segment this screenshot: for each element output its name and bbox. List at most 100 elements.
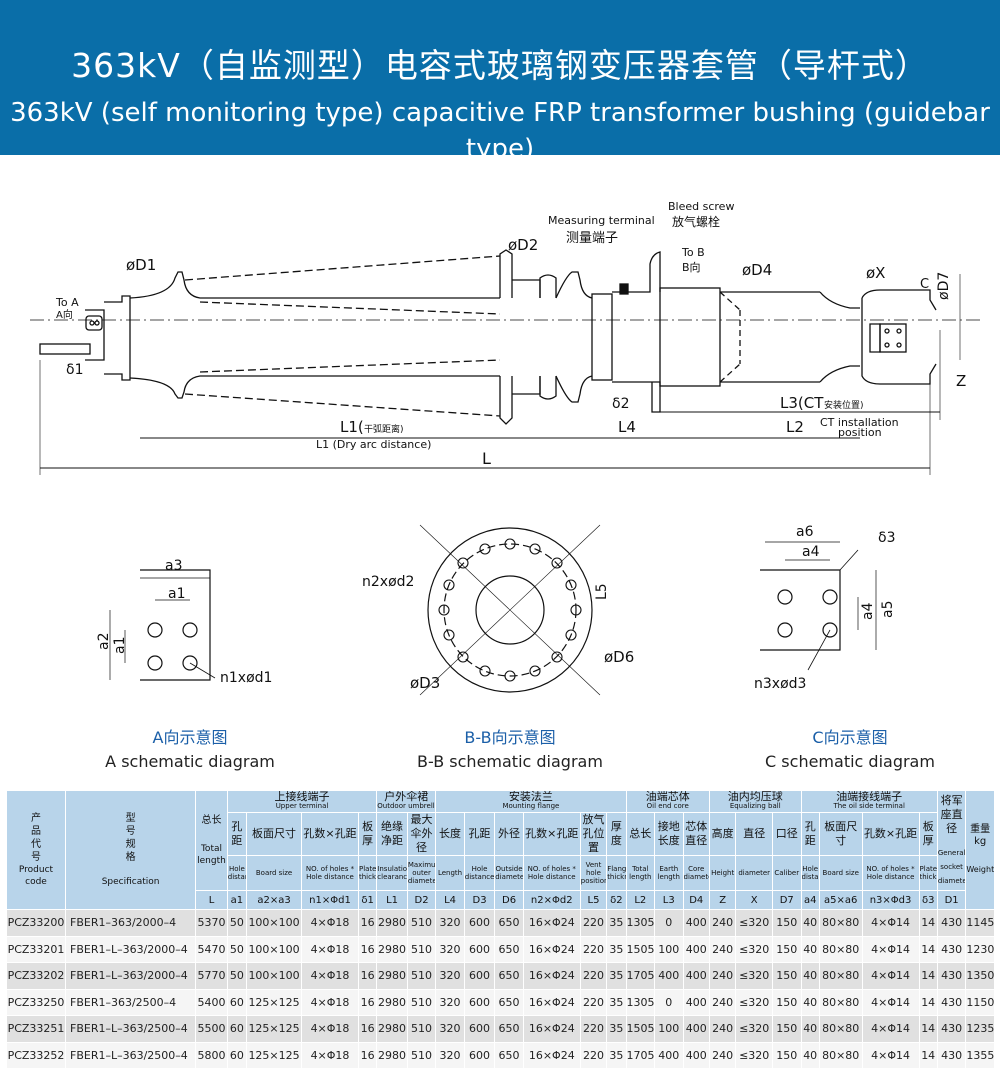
view-a-caption-en: A schematic diagram xyxy=(105,752,275,771)
col-symbol: L2 xyxy=(625,890,656,910)
value-cell: 240 xyxy=(708,935,737,963)
value-cell: 320 xyxy=(435,1015,465,1043)
value-cell: 16×Φ24 xyxy=(522,962,581,990)
value-cell: 600 xyxy=(463,1015,496,1043)
value-cell: 14 xyxy=(918,909,938,937)
specification-cell: FBER1–L–363/2000–4 xyxy=(64,962,197,990)
view-c-a6: a6 xyxy=(796,524,814,540)
group-outdoor-skirt-en: Outdoor umbrella skirt xyxy=(377,802,435,810)
specification-cell: FBER1–L–363/2500–4 xyxy=(64,1015,197,1043)
value-cell: 220 xyxy=(579,962,608,990)
value-cell: 1230 xyxy=(965,935,995,963)
value-cell: 1505 xyxy=(625,1015,656,1043)
value-cell: 510 xyxy=(406,988,437,1016)
col-name: 孔距 xyxy=(226,812,248,856)
value-cell: 100×100 xyxy=(246,962,303,990)
group-outdoor-skirt-cn: 户外伞裙 xyxy=(384,790,429,803)
group-mounting-flange-en: Mounting flange xyxy=(502,802,560,810)
product-code-cell: PCZ33252 xyxy=(6,1041,66,1069)
head-code-cn: 产品代号 xyxy=(31,813,41,863)
view-b-l5: L5 xyxy=(594,583,610,600)
col-name: 总长 xyxy=(625,812,656,856)
value-cell: 1350 xyxy=(965,962,995,990)
product-code-cell: PCZ33250 xyxy=(6,988,66,1016)
value-cell: 220 xyxy=(579,935,608,963)
col-name: 板厚 xyxy=(357,812,378,856)
col-name-en: Height xyxy=(708,855,737,891)
label-x: øX xyxy=(866,264,885,282)
col-name-en: Board size xyxy=(246,855,303,891)
value-cell: 80×80 xyxy=(818,1015,863,1043)
value-cell: 510 xyxy=(406,1041,437,1069)
value-cell: 650 xyxy=(494,1015,524,1043)
col-name-en: Outside diameter xyxy=(494,855,524,891)
col-name: 口径 xyxy=(772,812,802,856)
value-cell: 50 xyxy=(226,909,248,937)
col-symbol: D1 xyxy=(936,890,967,910)
value-cell: 14 xyxy=(918,1041,938,1069)
value-cell: 600 xyxy=(463,909,496,937)
value-cell: 400 xyxy=(682,1015,710,1043)
label-d4: øD4 xyxy=(742,261,772,279)
product-code-cell: PCZ33202 xyxy=(6,962,66,990)
value-cell: 430 xyxy=(936,1015,967,1043)
value-cell: 80×80 xyxy=(818,962,863,990)
value-cell: 1235 xyxy=(965,1015,995,1043)
value-cell: 2980 xyxy=(376,962,408,990)
col-name-en: Hole distance xyxy=(463,855,496,891)
col-name: 外径 xyxy=(494,812,524,856)
value-cell: 16×Φ24 xyxy=(522,1015,581,1043)
col-name: 板面尺寸 xyxy=(246,812,303,856)
col-name-en: Length xyxy=(435,855,465,891)
value-cell: 4×Φ14 xyxy=(861,909,920,937)
value-cell: 4×Φ14 xyxy=(861,935,920,963)
value-cell: 240 xyxy=(708,1015,737,1043)
value-cell: 320 xyxy=(435,988,465,1016)
value-cell: 4×Φ14 xyxy=(861,1041,920,1069)
label-bleed-screw: Bleed screw xyxy=(668,200,734,213)
col-name-en: NO. of holes * Hole distance xyxy=(522,855,581,891)
value-cell: 125×125 xyxy=(246,1015,303,1043)
value-cell: 2980 xyxy=(376,988,408,1016)
value-cell: 35 xyxy=(606,1015,627,1043)
value-cell: 600 xyxy=(463,935,496,963)
value-cell: 650 xyxy=(494,988,524,1016)
col-symbol: a4 xyxy=(800,890,820,910)
view-a-n1: n1xød1 xyxy=(220,670,272,686)
col-name: 芯体直径 xyxy=(682,812,710,856)
value-cell: 150 xyxy=(772,962,802,990)
view-c-n3: n3xød3 xyxy=(754,676,806,692)
col-name: 孔距 xyxy=(800,812,820,856)
col-name-en: Caliber xyxy=(772,855,802,891)
col-symbol: Z xyxy=(708,890,737,910)
view-b-holes xyxy=(438,538,582,682)
group-upper-terminal-en: Upper terminal xyxy=(275,802,329,810)
view-b-caption-cn: B-B向示意图 xyxy=(464,728,556,747)
col-symbol: a1 xyxy=(226,890,248,910)
value-cell: 400 xyxy=(654,1041,684,1069)
value-cell: 5370 xyxy=(195,909,228,937)
value-cell: 510 xyxy=(406,962,437,990)
value-cell: 50 xyxy=(226,962,248,990)
value-cell: 60 xyxy=(226,1015,248,1043)
column-en-row: Hole distance Board size NO. of holes * Ho… xyxy=(7,855,995,891)
value-cell: 60 xyxy=(226,988,248,1016)
view-c-delta3: δ3 xyxy=(878,530,895,546)
value-cell: 50 xyxy=(226,935,248,963)
value-cell: 35 xyxy=(606,909,627,937)
value-cell: 5400 xyxy=(195,988,228,1016)
specification-cell: FBER1–L–363/2000–4 xyxy=(64,935,197,963)
value-cell: 16 xyxy=(357,988,378,1016)
group-equalizing-ball-en: Equalizing ball xyxy=(729,802,781,810)
value-cell: 1145 xyxy=(965,909,995,937)
view-b-caption: B-B向示意图 B-B schematic diagram xyxy=(390,726,630,774)
value-cell: 16×Φ24 xyxy=(522,935,581,963)
value-cell: 1705 xyxy=(625,1041,656,1069)
view-b-diagram: n2xød2 L5 øD6 øD3 xyxy=(362,524,634,696)
column-names-row: 孔距板面尺寸孔数×孔距板厚绝缘净距最大伞外径长度孔距外径孔数×孔距放气孔位置厚度… xyxy=(7,812,995,856)
value-cell: 400 xyxy=(682,962,710,990)
value-cell: 220 xyxy=(579,909,608,937)
